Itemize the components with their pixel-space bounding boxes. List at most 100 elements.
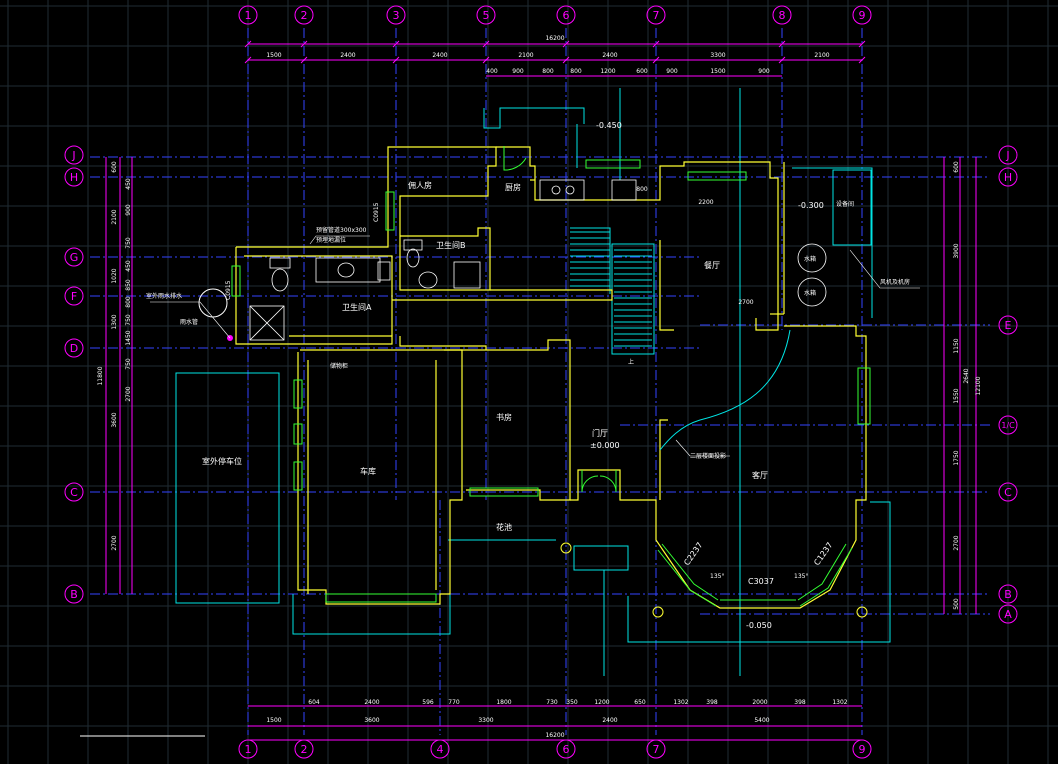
dim-top-row2: 600 <box>636 68 648 75</box>
dim-right-col2: 2640 <box>963 368 970 383</box>
windows <box>231 146 871 607</box>
note-bath-2: 预埋地漏位 <box>316 236 346 244</box>
dim-bottom-row1: 2400 <box>364 699 379 706</box>
dim-right-col1: 1750 <box>953 450 960 465</box>
note-left: 室外雨水排水 <box>146 292 182 300</box>
axis-label-left-F: F <box>71 290 77 303</box>
cyan-outlines <box>175 88 891 676</box>
room-water-tank-2: 水箱 <box>804 289 816 297</box>
dim-tick <box>392 56 400 64</box>
dim-bottom-row2: 3300 <box>478 717 493 724</box>
axis-label-bottom-1: 1 <box>245 743 252 756</box>
axis-bubbles-right <box>998 145 1018 624</box>
dim-bottom-row1: 398 <box>794 699 806 706</box>
level-entry: -0.450 <box>596 121 622 130</box>
dim-left-col1: 3600 <box>111 412 118 427</box>
axis-label-top-1: 1 <box>245 9 252 22</box>
dim-bottom-total: 16200 <box>545 732 564 739</box>
dim-bottom-row2: 3600 <box>364 717 379 724</box>
dim-tick <box>300 56 308 64</box>
dim-tick <box>482 40 490 48</box>
dim-misc-800: 800 <box>636 186 648 193</box>
dim-tick <box>562 56 570 64</box>
room-garage: 车库 <box>360 466 376 476</box>
dim-bottom-row1: 1302 <box>673 699 688 706</box>
room-outdoor-parking: 室外停车位 <box>202 456 242 466</box>
dim-tick <box>778 40 786 48</box>
room-bath-b: 卫生间B <box>436 240 466 250</box>
label-c3037: C3037 <box>748 577 774 586</box>
dim-top-row2: 400 <box>486 68 498 75</box>
dim-left-col2: 450 <box>125 260 132 272</box>
axis-label-bottom-4: 4 <box>437 743 444 756</box>
dim-left-col1: 2100 <box>111 209 118 224</box>
label-c0915-lower: C0915 <box>225 280 232 300</box>
axis-label-left-B: B <box>70 588 78 601</box>
dim-tick <box>858 40 866 48</box>
note-garage: 储物柜 <box>330 362 348 370</box>
dim-top-row2: 1500 <box>710 68 725 75</box>
level-terrace: -0.050 <box>746 621 772 630</box>
dim-tick <box>652 40 660 48</box>
stair-treads <box>570 231 655 355</box>
dim-tick <box>244 56 252 64</box>
dim-bottom-row1: 350 <box>566 699 578 706</box>
axis-label-left-C: C <box>70 486 78 499</box>
dim-right-col1: 500 <box>953 598 960 610</box>
dim-top-row2: 900 <box>512 68 524 75</box>
drain-ring <box>198 288 228 318</box>
room-living: 客厅 <box>752 470 768 480</box>
axis-label-top-3: 3 <box>393 9 400 22</box>
dim-top-row1: 1500 <box>266 52 281 59</box>
room-bath-a: 卫生间A <box>342 302 372 312</box>
axis-bubbles-top <box>238 5 872 25</box>
dim-left-col1: 1020 <box>111 268 118 283</box>
dim-tick <box>652 56 660 64</box>
axis-label-top-7: 7 <box>653 9 660 22</box>
room-pool: 花池 <box>496 522 512 532</box>
level-foyer: ±0.000 <box>590 441 620 450</box>
axis-label-bottom-6: 6 <box>563 743 570 756</box>
dim-misc-2700: 2700 <box>738 299 753 306</box>
axis-label-top-6: 6 <box>563 9 570 22</box>
dim-top-row1: 2400 <box>602 52 617 59</box>
dim-top-row1: 2400 <box>340 52 355 59</box>
dim-top-row1: 2100 <box>518 52 533 59</box>
dim-left-col2: 1450 <box>125 330 132 345</box>
room-foyer: 门厅 <box>592 428 608 438</box>
projection-curve <box>659 329 791 451</box>
dim-left-col2: 750 <box>125 358 132 370</box>
dim-right-total: 12100 <box>975 376 982 395</box>
axis-label-top-2: 2 <box>301 9 308 22</box>
axis-bubbles-left <box>64 145 84 604</box>
axis-label-right-A: A <box>1004 608 1012 621</box>
axis-lines <box>90 28 990 735</box>
label-c0915-upper: C0915 <box>373 202 380 222</box>
label-angle-left: 135° <box>710 573 724 580</box>
dim-left-col2: 900 <box>125 204 132 216</box>
dim-left-total: 11800 <box>97 366 104 385</box>
dim-right-col1: 1550 <box>953 388 960 403</box>
dimension-texts: 16200 1500 2400 2400 2100 2400 3300 2100 400 900 8… <box>97 35 982 739</box>
dim-bottom-row1: 604 <box>308 699 320 706</box>
dim-right-col1: 600 <box>953 161 960 173</box>
dim-bottom-row2: 2400 <box>602 717 617 724</box>
dim-right-col1: 2700 <box>953 535 960 550</box>
axis-label-top-8: 8 <box>779 9 786 22</box>
note-right: 风机及机房 <box>880 278 910 286</box>
dim-bottom-row1: 398 <box>706 699 718 706</box>
dim-left-col2: 750 <box>125 237 132 249</box>
axis-label-right-B: B <box>1004 588 1012 601</box>
dim-top-row2: 900 <box>758 68 770 75</box>
label-c2237-right: C1237 <box>812 541 834 567</box>
note-left-2: 雨水管 <box>180 318 198 326</box>
dim-left-col2: 850 <box>125 279 132 291</box>
walls <box>235 146 867 609</box>
dim-tick <box>244 40 252 48</box>
dim-top-row2: 800 <box>542 68 554 75</box>
fixtures <box>249 179 827 341</box>
dim-bottom-row1: 596 <box>422 699 434 706</box>
label-angle-right: 135° <box>794 573 808 580</box>
dim-left-col1: 600 <box>111 161 118 173</box>
